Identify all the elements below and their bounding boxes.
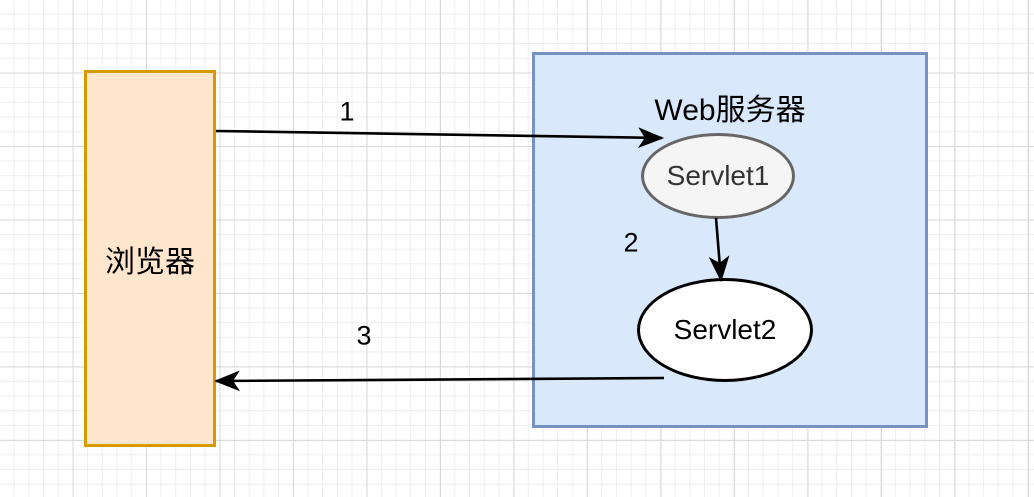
edge-label-2: 2 <box>623 227 639 258</box>
node-servlet1-label: Servlet1 <box>666 160 770 191</box>
node-servlet1[interactable]: Servlet1 <box>641 133 795 219</box>
node-servlet2[interactable]: Servlet2 <box>637 278 813 382</box>
node-servlet2-label: Servlet2 <box>673 314 777 345</box>
node-browser[interactable]: 浏览器 <box>84 70 216 447</box>
edge-label-1: 1 <box>339 96 355 127</box>
node-web-server-label: Web服务器 <box>654 94 806 127</box>
edge-label-3: 3 <box>356 320 372 351</box>
node-browser-label: 浏览器 <box>105 245 195 279</box>
